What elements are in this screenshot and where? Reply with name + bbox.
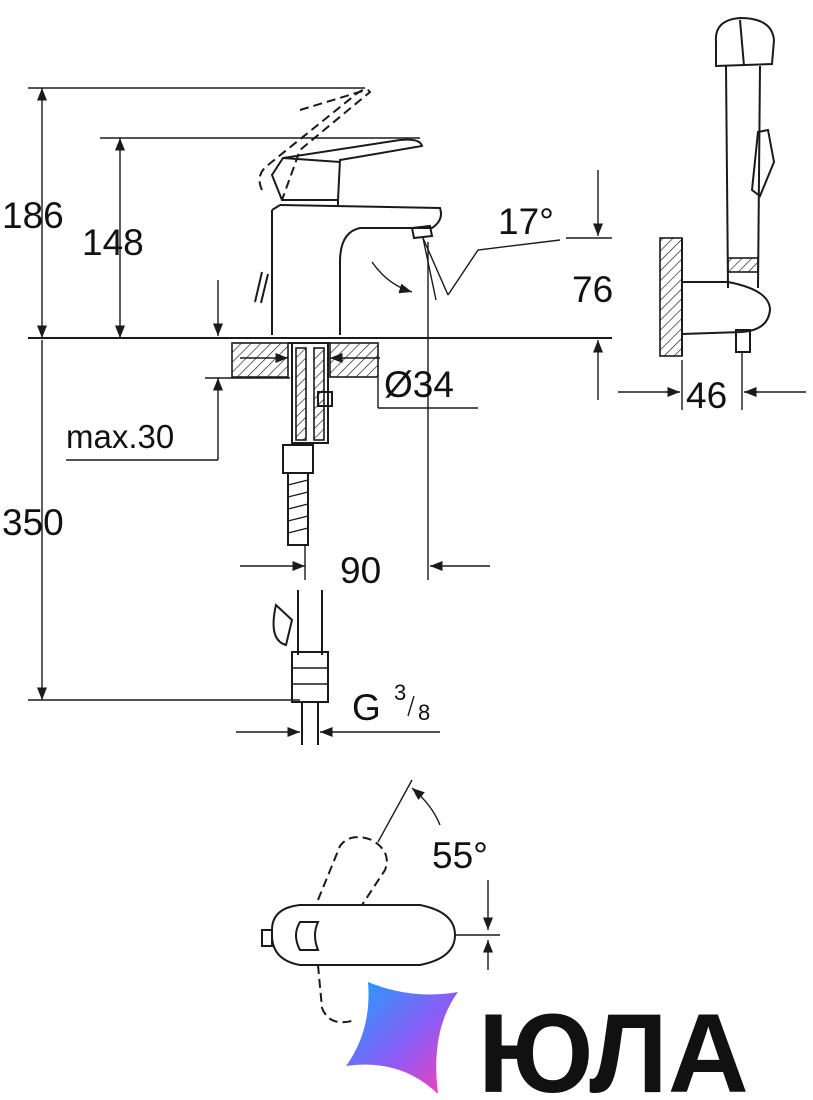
dim-76-label: 76 (572, 269, 613, 310)
dim-diameter-34-label: Ø34 (384, 364, 454, 405)
dim-thread-denominator: 8 (418, 700, 430, 725)
dim-angle-55-label: 55° (432, 835, 488, 876)
dim-148-label: 148 (82, 222, 144, 263)
supply-hose (272, 342, 333, 745)
faucet-side-view (254, 88, 561, 335)
dim-max30-label: max.30 (66, 418, 174, 455)
yula-logo-star-icon (346, 982, 458, 1094)
dim-thread-g-label: G (352, 687, 381, 728)
faucet-top-view (261, 779, 500, 1024)
dim-90-label: 90 (340, 550, 381, 591)
dim-angle-17-label: 17° (498, 201, 554, 242)
dim-thread-numerator: 3 (394, 680, 406, 705)
dim-186-label: 186 (2, 195, 64, 236)
yula-logo: ЮЛА (346, 982, 749, 1100)
yula-logo-text: ЮЛА (478, 991, 749, 1100)
dim-350-label: 350 (2, 502, 64, 543)
dimension-lines (28, 87, 612, 738)
dim-46-label: 46 (686, 375, 727, 416)
hand-shower-holder (618, 16, 806, 410)
